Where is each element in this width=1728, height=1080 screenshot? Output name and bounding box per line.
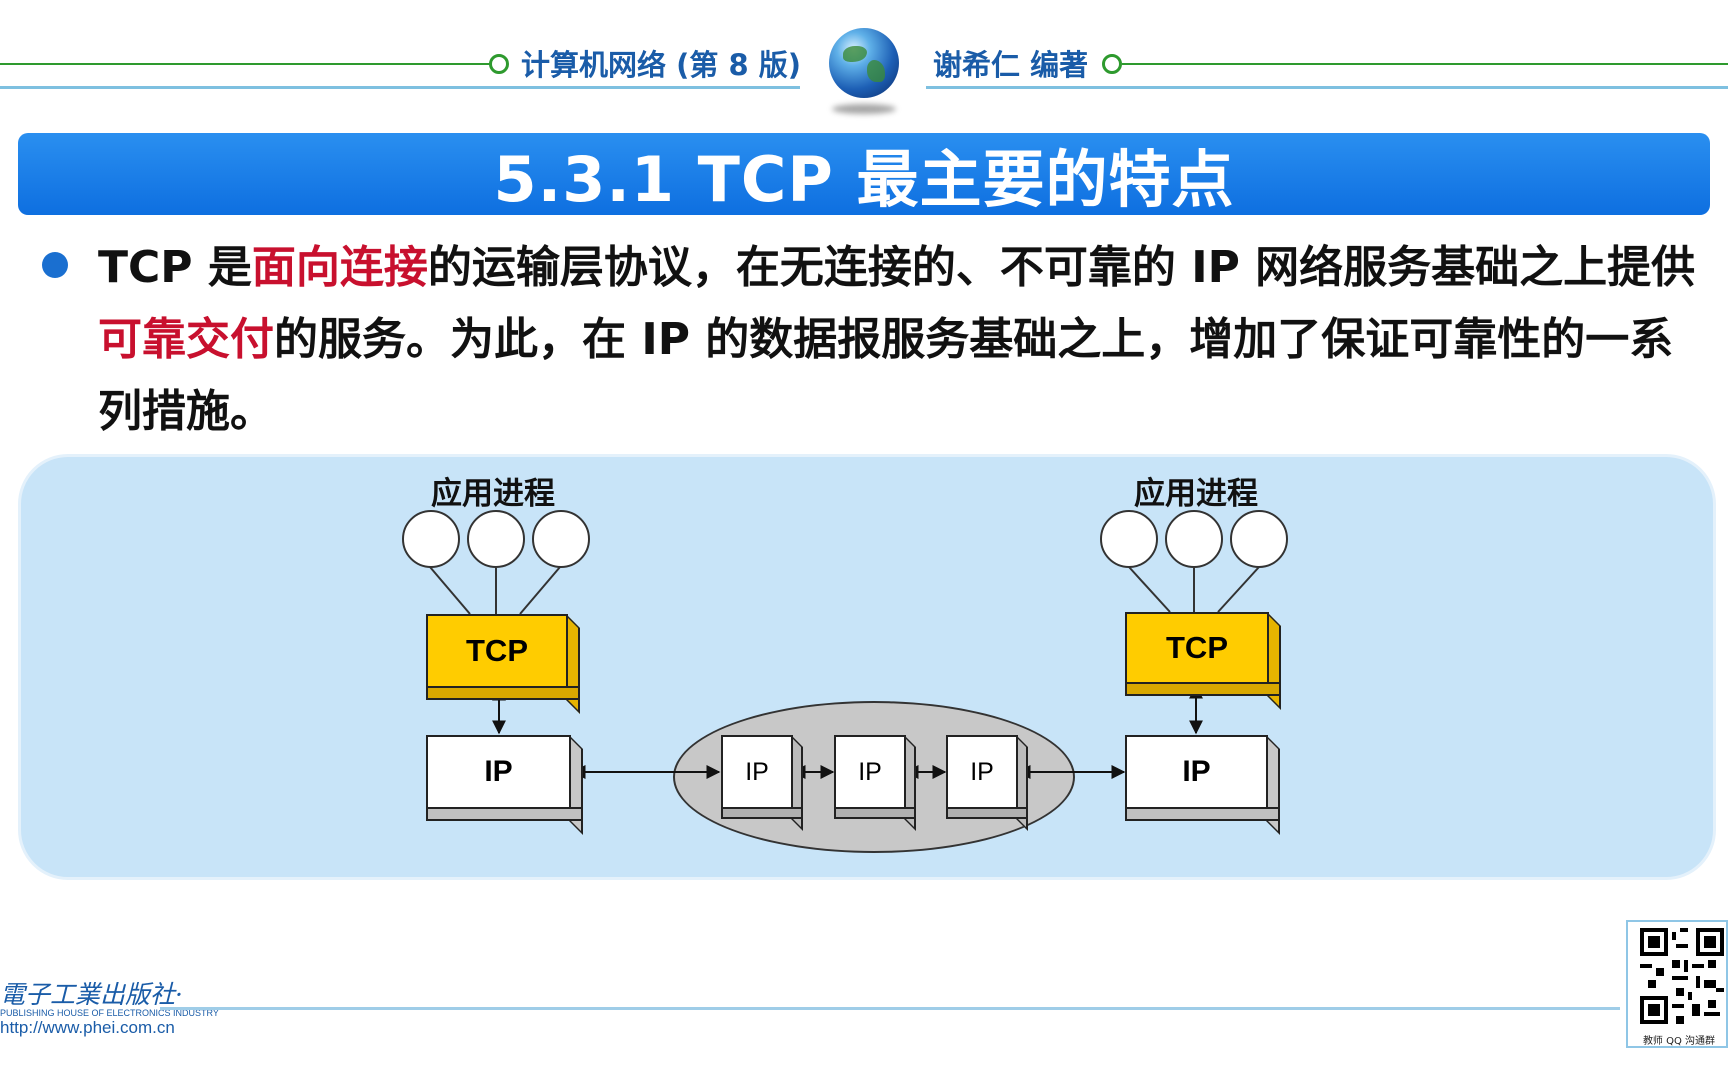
qr-caption: 教师 QQ 沟通群 [1642,1036,1716,1047]
router-1-label: IP [721,735,793,809]
left-process-circle-3 [532,510,590,568]
bullet-highlight-reliable-delivery: 可靠交付 [98,314,274,365]
globe-icon [829,28,899,98]
header-rule-right-blue [926,86,1728,89]
header-rule-left-blue [0,86,800,89]
author-name: 谢希仁 编著 [933,48,1089,82]
qr-code-icon [1640,928,1724,1024]
router-2: IP [834,735,916,831]
globe-shadow [832,104,896,114]
slide-title-bar: 5.3.1 TCP 最主要的特点 [18,133,1710,216]
header-rule-right-green [1122,63,1728,65]
left-tcp-label: TCP [426,614,568,688]
router-1: IP [721,735,803,831]
left-process-label: 应用进程 [431,476,555,512]
bullet-highlight-connection-oriented: 面向连接 [251,242,428,293]
right-process-circle-3 [1230,510,1288,568]
left-process-link-1 [429,566,471,615]
right-process-label: 应用进程 [1134,476,1258,512]
publisher-english: PUBLISHING HOUSE OF ELECTRONICS INDUSTRY [0,1008,219,1018]
left-process-circle-1 [402,510,460,568]
left-ip-box: IP [426,735,583,835]
publisher-url: http://www.phei.com.cn [0,1018,175,1037]
book-title: 计算机网络 (第 8 版) [521,48,801,82]
footer-rule [160,1007,1620,1010]
slide-title: 5.3.1 TCP 最主要的特点 [493,143,1235,216]
right-process-link-1 [1128,566,1171,613]
left-process-circle-2 [467,510,525,568]
bullet-seg-2: 的运输层协议，在无连接的、不可靠的 IP 网络服务基础之上提供 [427,242,1696,293]
right-tcp-label: TCP [1125,612,1269,684]
header-ring-left [489,54,509,74]
right-ip-box: IP [1125,735,1280,835]
bullet-dot [42,252,68,278]
bullet-seg-4: 的服务。为此，在 IP 的数据报服务基础之上，增加了保证可靠性的一系列措施。 [98,314,1674,437]
router-3: IP [946,735,1028,831]
right-tcp-box: TCP [1125,612,1281,710]
right-process-circle-1 [1100,510,1158,568]
qr-code-panel: 教师 QQ 沟通群 [1626,920,1728,1048]
router-2-label: IP [834,735,906,809]
header-rule-left-green [0,63,492,65]
router-3-label: IP [946,735,1018,809]
header-ring-right [1102,54,1122,74]
left-ip-label: IP [426,735,571,809]
right-process-link-3 [1217,566,1260,613]
right-process-circle-2 [1165,510,1223,568]
bullet-text: TCP 是面向连接的运输层协议，在无连接的、不可靠的 IP 网络服务基础之上提供… [98,232,1698,448]
left-tcp-box: TCP [426,614,580,714]
diagram-panel [18,454,1716,880]
right-ip-label: IP [1125,735,1268,809]
bullet-seg-0: TCP 是 [98,242,252,293]
left-process-link-3 [519,566,561,615]
publisher-logo-text: 電子工業出版社· [0,980,183,1009]
